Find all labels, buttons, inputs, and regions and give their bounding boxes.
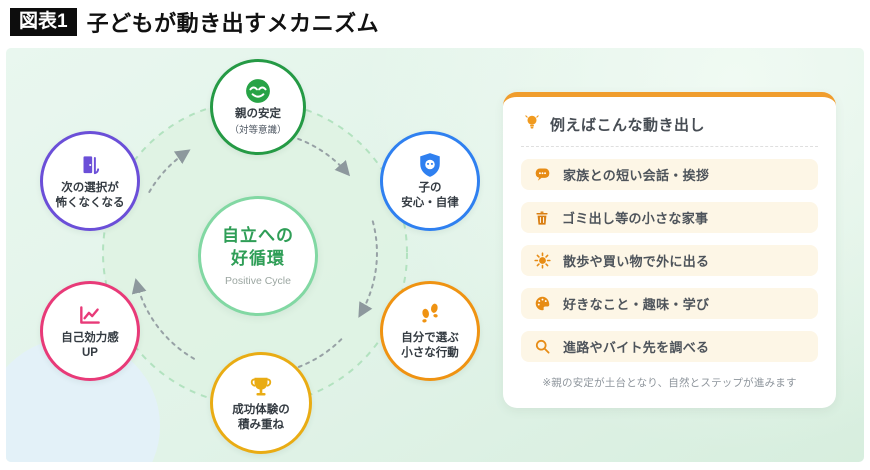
- cycle-center-subtitle: Positive Cycle: [225, 274, 291, 287]
- line-chart-icon: [77, 302, 103, 328]
- trash-icon: [534, 210, 550, 226]
- footprints-icon: [417, 302, 443, 328]
- node-parent-stability: 親の安定 （対等意識）: [210, 59, 306, 155]
- figure-title-row: 図表1 子どもが動き出すメカニズム: [10, 6, 379, 38]
- node-label: 小さな行動: [401, 346, 459, 359]
- example-item-conversation: 家族との短い会話・挨拶: [521, 159, 818, 190]
- palette-icon: [534, 295, 551, 312]
- example-item-label: 進路やバイト先を調べる: [563, 340, 710, 355]
- node-next-choice: 次の選択が 怖くなくなる: [40, 131, 140, 231]
- sun-icon: [534, 252, 551, 269]
- chat-icon: [534, 166, 551, 183]
- smile-icon: [245, 78, 271, 104]
- figure-label-badge: 図表1: [10, 8, 77, 36]
- examples-card-header: 例えばこんな動き出し: [521, 111, 818, 147]
- example-item-chores: ゴミ出し等の小さな家事: [521, 202, 818, 233]
- cycle-center: 自立への 好循環 Positive Cycle: [198, 196, 318, 316]
- examples-card: 例えばこんな動き出し 家族との短い会話・挨拶: [503, 92, 836, 408]
- node-small-actions: 自分で選ぶ 小さな行動: [380, 281, 480, 381]
- cycle-center-line2: 好循環: [231, 249, 285, 268]
- example-item-research: 進路やバイト先を調べる: [521, 331, 818, 362]
- door-icon: [77, 152, 103, 178]
- examples-card-title: 例えばこんな動き出し: [550, 117, 706, 134]
- node-label: 次の選択が: [61, 181, 119, 194]
- shield-icon: [417, 152, 443, 178]
- node-label: 怖くなくなる: [55, 196, 125, 209]
- example-item-hobby: 好きなこと・趣味・学び: [521, 288, 818, 319]
- search-icon: [534, 338, 551, 355]
- example-item-label: 好きなこと・趣味・学び: [563, 297, 710, 312]
- examples-card-note: ※親の安定が土台となり、自然とステップが進みます: [542, 377, 797, 389]
- node-label: 親の安定: [235, 107, 281, 120]
- node-label: 積み重ね: [238, 418, 284, 431]
- node-label: 自己効力感: [61, 331, 119, 344]
- node-label: UP: [82, 346, 98, 359]
- page-title: 子どもが動き出すメカニズム: [86, 11, 380, 36]
- cycle-center-line1: 自立への: [222, 226, 294, 246]
- node-label: 子の: [418, 181, 442, 194]
- node-label: 自分で選ぶ: [401, 331, 459, 344]
- cycle-diagram-panel: 自立への 好循環 Positive Cycle 親の安定 （対等意識）: [6, 48, 864, 462]
- example-item-label: 散歩や買い物で外に出る: [563, 254, 710, 269]
- node-label: 安心・自律: [401, 196, 459, 209]
- trophy-icon: [248, 374, 274, 400]
- node-sublabel: （対等意識）: [229, 125, 287, 137]
- arrow-success-to-efficacy: [131, 278, 195, 360]
- node-success-stack: 成功体験の 積み重ね: [210, 352, 312, 454]
- example-item-outing: 散歩や買い物で外に出る: [521, 245, 818, 276]
- example-item-label: ゴミ出し等の小さな家事: [562, 211, 709, 226]
- node-self-efficacy: 自己効力感 UP: [40, 281, 140, 381]
- arrow-next-choice-to-parent: [148, 149, 191, 193]
- arrow-child-to-actions: [358, 220, 378, 318]
- node-child-security: 子の 安心・自律: [380, 131, 480, 231]
- node-label: 成功体験の: [232, 403, 290, 416]
- arrow-parent-to-child: [289, 135, 351, 177]
- lightbulb-icon: [523, 113, 541, 136]
- example-item-label: 家族との短い会話・挨拶: [563, 168, 710, 183]
